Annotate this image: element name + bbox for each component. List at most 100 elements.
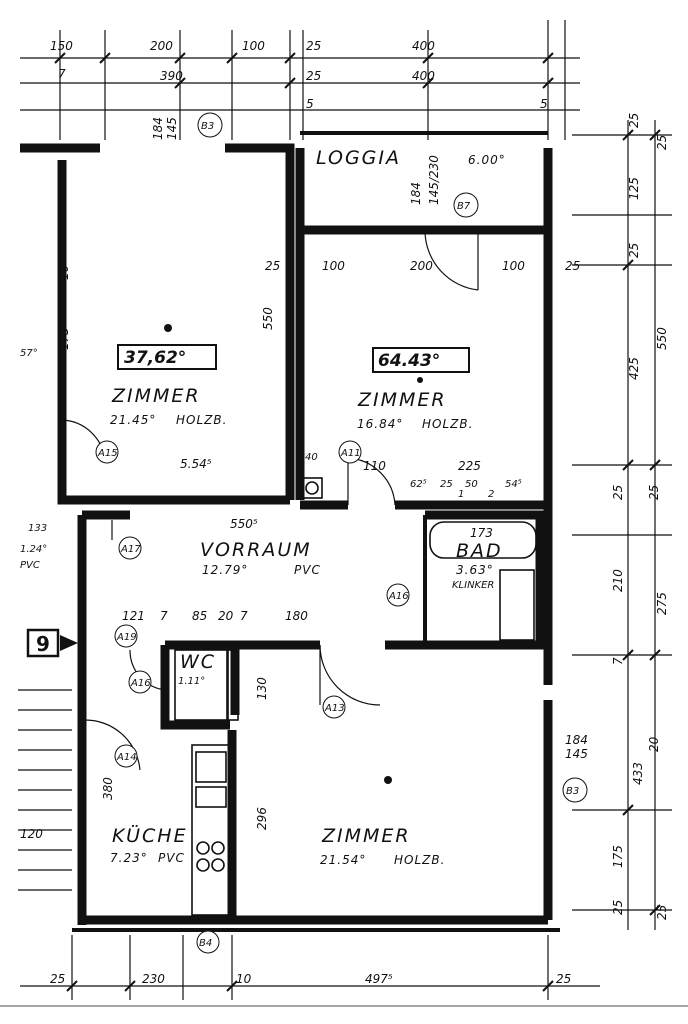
interior-dimensions: 100 200 100 25 25 184 145/230 550 550⁵ 4…	[20, 117, 580, 841]
dim-10: 10	[57, 264, 71, 280]
room-kueche-floor: PVC	[158, 851, 185, 865]
dim-b-230: 230	[142, 972, 165, 986]
stove-burner-icon	[211, 858, 225, 872]
stove-burner-icon	[196, 858, 210, 872]
stairs-hatch	[18, 689, 72, 891]
dim-2: 2	[488, 489, 494, 500]
wc-enclosure	[174, 649, 228, 721]
room-zimmer-right-box: 64.43°	[378, 351, 440, 371]
room-kueche-area: 7.23°	[110, 851, 148, 865]
room-zimmer-bottom-area: 21.54°	[320, 853, 366, 867]
fixtures	[18, 324, 537, 916]
dim-124: 1.24°	[20, 544, 47, 555]
dim-200: 200	[150, 39, 173, 53]
entry-number: 9	[36, 632, 50, 656]
dim-40: 40	[305, 452, 318, 463]
room-zimmer-right-floor: HOLZB.	[422, 417, 473, 431]
marker-a15: A15	[97, 448, 118, 459]
dim-145-230: 145/230	[427, 155, 441, 205]
dim-145b: 145	[165, 117, 179, 140]
right-dimension-labels: 25 550 275 433 25 25 125 25 425 25 25 21…	[565, 113, 669, 920]
dim-7: 7	[58, 67, 66, 81]
room-loggia-area: 6.00°	[468, 153, 506, 167]
dim-110: 110	[363, 459, 386, 473]
dim-400-top: 400	[412, 39, 435, 53]
dim-b-4975: 497⁵	[365, 972, 393, 986]
ceiling-light-icon	[384, 776, 392, 784]
marker-a16-left: A16	[130, 678, 151, 689]
dim-ri-25d: 25	[647, 485, 661, 500]
dim-180: 180	[285, 609, 308, 623]
dim-184: 184	[409, 182, 423, 205]
room-zimmer-left-dims: 5.54⁵	[180, 457, 212, 471]
walls	[20, 131, 560, 932]
marker-a11: A11	[340, 448, 361, 459]
sink-icon	[195, 751, 227, 783]
ceiling-light-icon	[417, 377, 423, 383]
dim-20: 20	[218, 609, 234, 623]
ceiling-light-icon	[164, 324, 172, 332]
top-dimension-labels: 150 200 100 25 400 7 390 25 400 5 5	[50, 39, 548, 111]
stove-burner-icon	[211, 841, 225, 855]
room-loggia-name: LOGGIA	[316, 147, 401, 169]
marker-a19: A19	[116, 632, 137, 643]
dim-25b: 25	[565, 259, 580, 273]
room-zimmer-left-box: 37,62°	[124, 348, 186, 368]
dim-296: 296	[255, 807, 269, 830]
room-wc-area: 1.11°	[178, 676, 205, 687]
dim-225: 225	[458, 459, 481, 473]
dim-133: 133	[28, 523, 47, 534]
dim-5505: 550⁵	[230, 517, 258, 531]
dim-400-mid: 400	[412, 69, 435, 83]
dim-1: 1	[458, 489, 464, 500]
room-bad-name: BAD	[456, 540, 503, 562]
dim-ri-7: 7	[611, 657, 625, 665]
dim-390: 390	[160, 69, 183, 83]
bathtub-icon	[429, 521, 537, 559]
dim-b-10: 10	[236, 972, 252, 986]
marker-a14: A14	[116, 752, 137, 763]
dim-150: 150	[50, 39, 73, 53]
marker-a16-right: A16	[388, 591, 409, 602]
dim-r-275: 275	[655, 592, 669, 615]
dim-ri-25: 25	[627, 113, 641, 128]
bottom-dimension-lines: 25 230 10 497⁵ 25	[0, 935, 688, 1007]
markers: B3 B7 A15 A11 A17 A19 A16 A16 A14 A13 B3…	[95, 112, 588, 954]
dim-b-25-right: 25	[556, 972, 571, 986]
dim-625: 62⁵	[410, 479, 427, 490]
room-zimmer-left-area: 21.45°	[110, 413, 156, 427]
entry-number-box: 9	[26, 628, 78, 658]
dim-100: 100	[242, 39, 265, 53]
room-zimmer-bottom-floor: HOLZB.	[394, 853, 445, 867]
room-bad-area: 3.63°	[456, 563, 494, 577]
dim-ri-210: 210	[611, 569, 625, 592]
dim-ri-125: 125	[627, 177, 641, 200]
dim-5-a: 5	[306, 97, 314, 111]
dim-r-25: 25	[655, 135, 669, 150]
chimney-flue-icon	[305, 481, 319, 495]
top-dimension-lines	[20, 20, 580, 140]
dim-85: 85	[192, 609, 207, 623]
dim-100b: 100	[502, 259, 525, 273]
dim-r-433: 433	[631, 762, 645, 785]
dim-100a: 100	[322, 259, 345, 273]
dim-25a: 25	[265, 259, 280, 273]
dim-b-25: 25	[50, 972, 65, 986]
dim-ri-175: 175	[611, 845, 625, 868]
dim-200: 200	[410, 259, 433, 273]
room-zimmer-bottom-name: ZIMMER	[321, 825, 411, 847]
room-zimmer-right-name: ZIMMER	[357, 389, 447, 411]
dim-380: 380	[101, 777, 115, 800]
dim-7b: 7	[240, 609, 248, 623]
room-vorraum-area: 12.79°	[202, 563, 248, 577]
kitchen-counter	[191, 744, 231, 916]
room-zimmer-left-name: ZIMMER	[111, 385, 201, 407]
chimney-icon	[301, 477, 323, 499]
dim-5-b: 5	[540, 97, 548, 111]
boxed-area-right	[372, 347, 470, 373]
dim-25c: 25	[440, 479, 453, 490]
dim-25-mid: 25	[306, 69, 321, 83]
dim-57: 57°	[20, 348, 38, 359]
dim-ri-25b: 25	[627, 243, 641, 258]
